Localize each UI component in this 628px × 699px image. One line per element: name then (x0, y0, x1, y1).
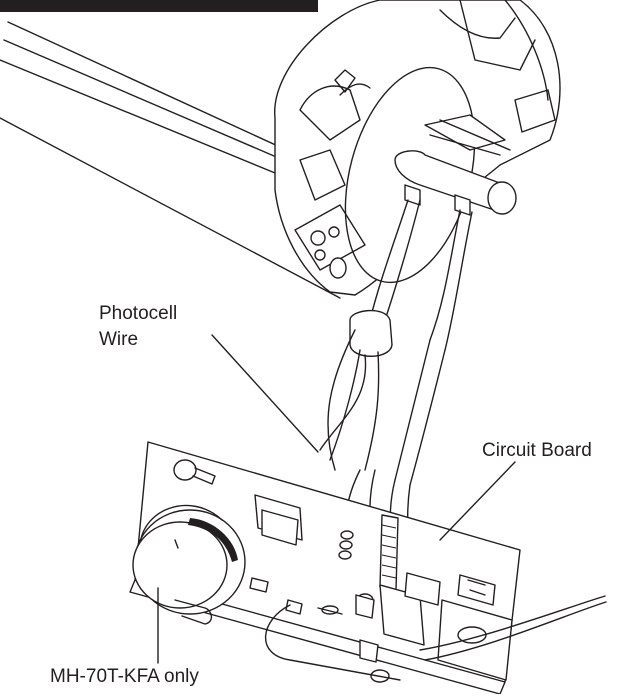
control-knob (132, 504, 246, 625)
header-bar (0, 0, 318, 12)
photocell-assembly (394, 114, 517, 216)
circuit-board-leader-line (439, 461, 516, 541)
end-cap (274, 0, 561, 296)
photocell-label-line2: Wire (99, 329, 139, 350)
circuit-board-panel (129, 441, 521, 695)
photocell-leader-line (211, 334, 319, 453)
photocell-label-line1: Photocell (99, 303, 178, 324)
circuit-board-label: Circuit Board (482, 440, 592, 461)
model-note-label: MH-70T-KFA only (50, 666, 199, 687)
loose-wires (264, 595, 607, 681)
